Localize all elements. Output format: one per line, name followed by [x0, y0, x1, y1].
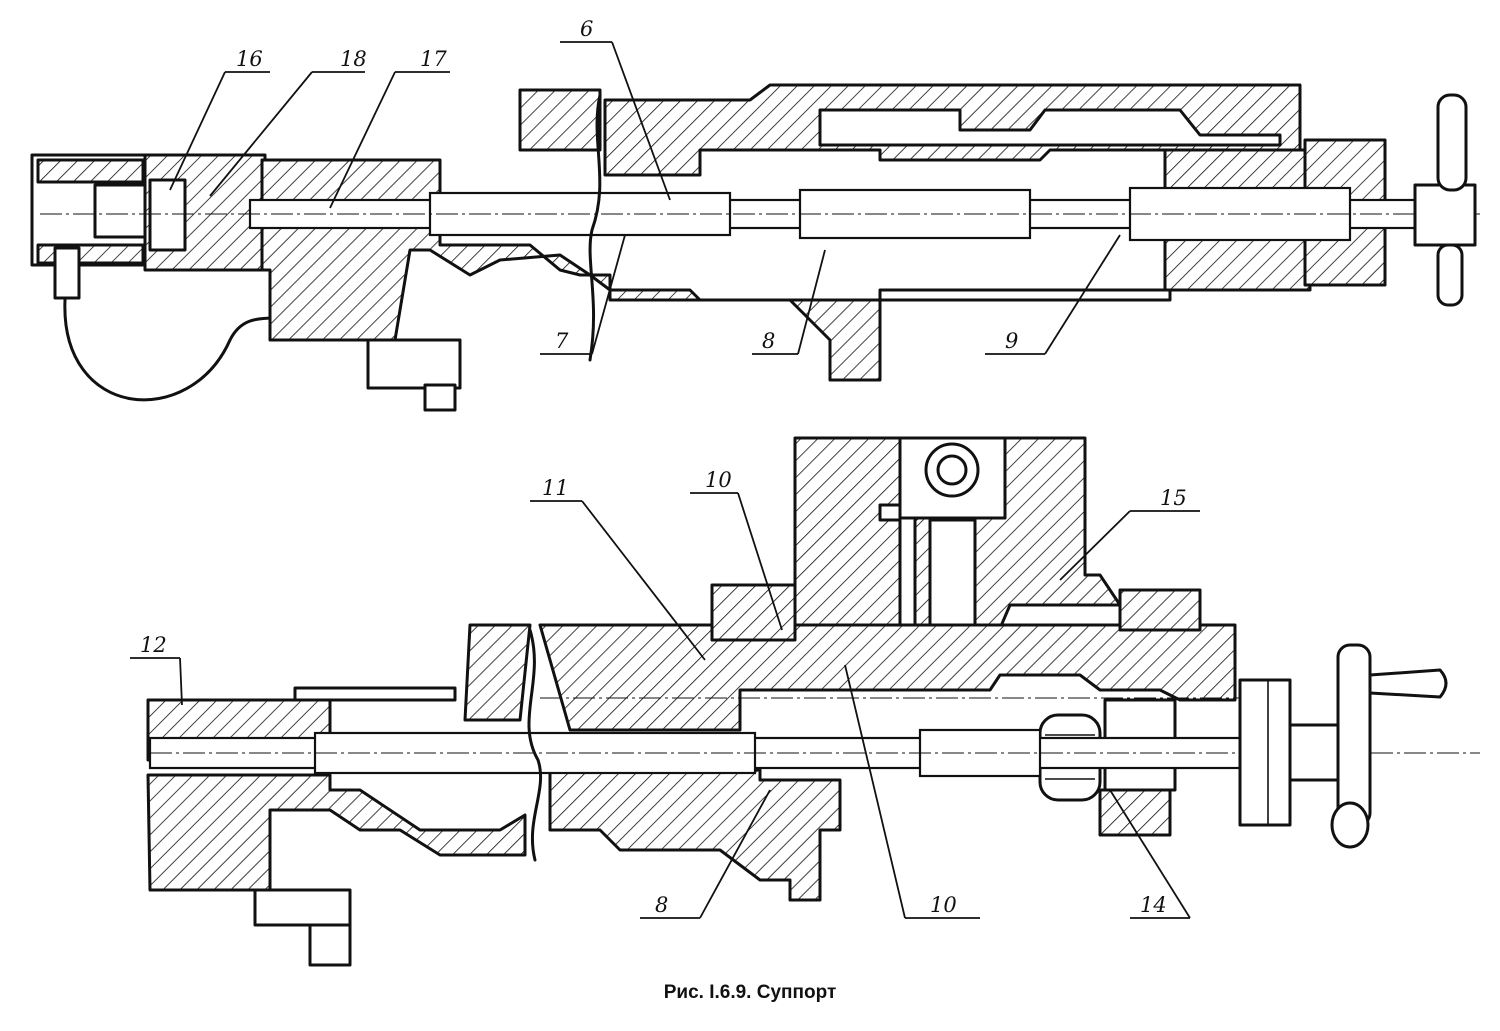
bottom-clamp-block — [253, 888, 352, 927]
bottom-apron-body — [548, 768, 842, 902]
callout-9: 9 — [1005, 329, 1018, 353]
bottom-gib — [463, 623, 532, 722]
callout-17: 17 — [420, 47, 447, 71]
top-cover-hatch-top — [36, 158, 145, 184]
top-section-view — [30, 83, 1480, 412]
callout-14: 14 — [1140, 893, 1167, 917]
bottom-right-housing — [1098, 788, 1172, 837]
bottom-upper-slide — [538, 623, 1237, 732]
callout-18: 18 — [340, 47, 367, 71]
bottom-section-view — [146, 436, 1480, 967]
callout-6: 6 — [580, 17, 593, 41]
top-cable-loop — [63, 263, 277, 402]
callout-15: 15 — [1160, 486, 1187, 510]
callout-10-bottom: 10 — [930, 893, 957, 917]
top-clamp-block — [366, 338, 462, 390]
bottom-slide-cap — [710, 583, 797, 642]
top-handwheel-handle — [1413, 93, 1477, 307]
top-callouts: 16 18 17 6 7 8 9 — [169, 17, 1121, 355]
callout-16: 16 — [236, 47, 263, 71]
bottom-eye-bore — [924, 442, 980, 498]
figure-caption: Рис. I.6.9. Суппорт — [663, 982, 837, 1003]
bottom-callouts: 12 11 10 15 8 10 14 — [130, 468, 1200, 919]
callout-8-top: 8 — [762, 329, 775, 353]
bottom-handwheel — [1238, 643, 1448, 849]
callout-8-bottom: 8 — [655, 893, 668, 917]
callout-12: 12 — [140, 633, 167, 657]
callout-11: 11 — [542, 476, 569, 500]
callout-10-top: 10 — [705, 468, 732, 492]
bottom-left-carriage-body — [146, 698, 527, 892]
top-break-line — [588, 93, 602, 362]
bottom-break-line — [527, 628, 543, 862]
bottom-eye-housing — [898, 436, 1007, 520]
callout-7: 7 — [555, 329, 569, 353]
top-gib — [518, 88, 602, 152]
top-nut-16 — [93, 183, 152, 239]
